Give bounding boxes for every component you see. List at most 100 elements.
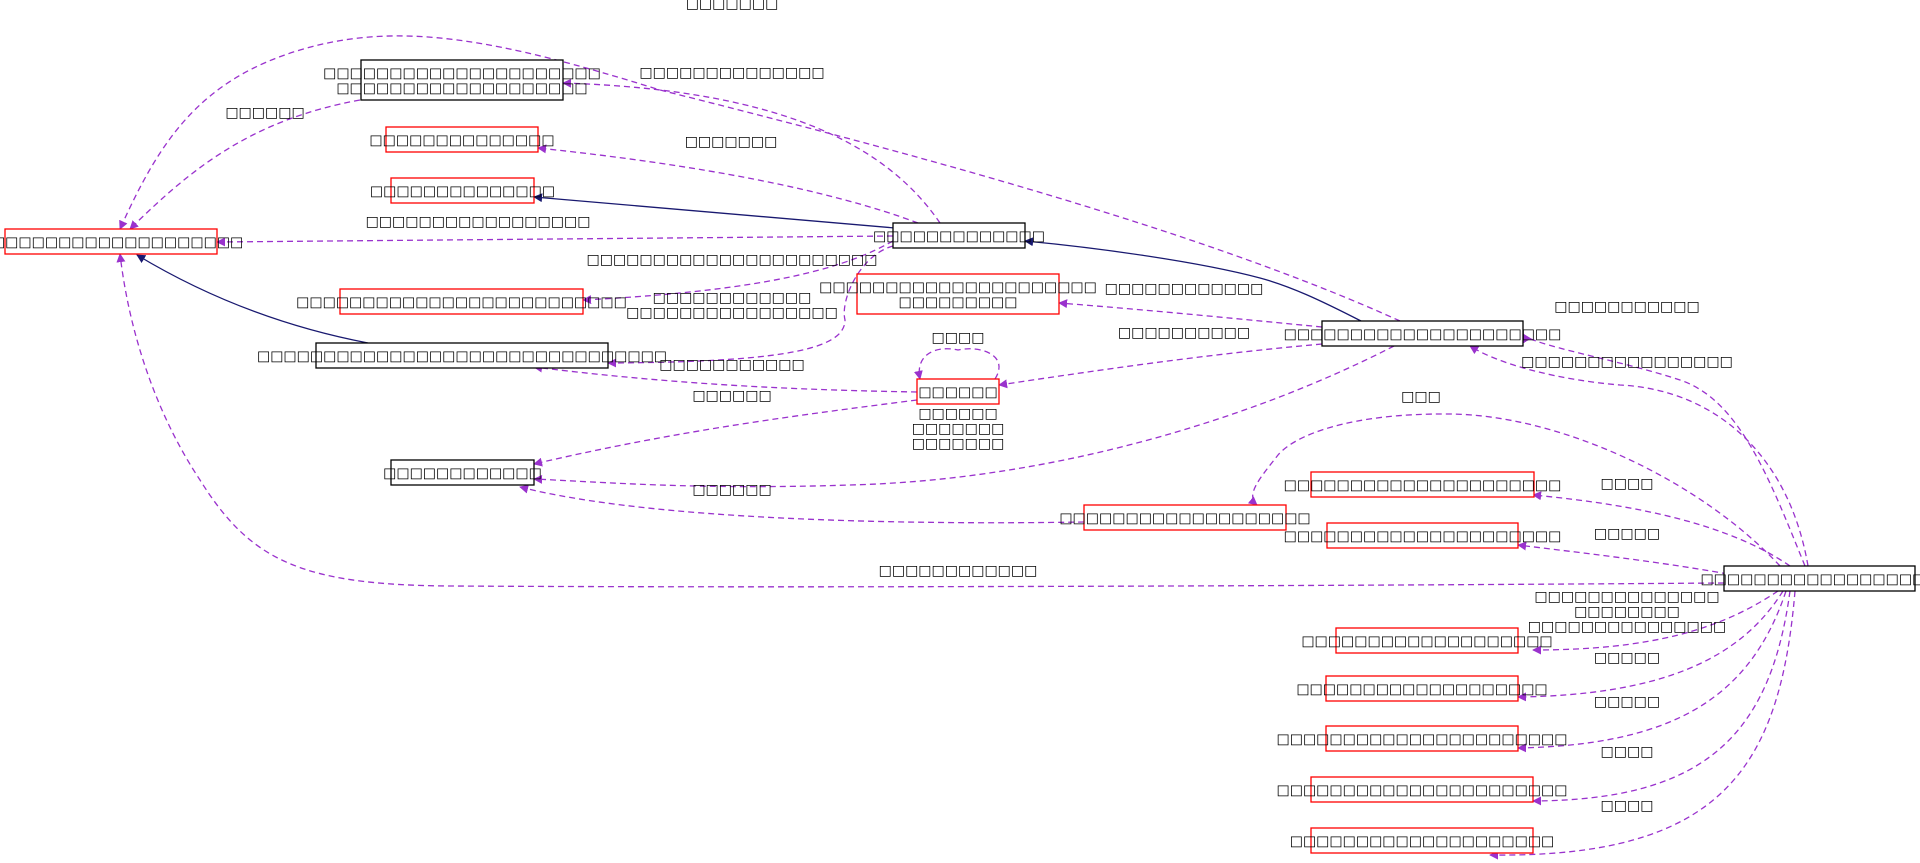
- edge-label-line: □□□□□□□□□□□□□□: [1534, 589, 1719, 605]
- edge-label-line: □□□□□□□□□□□□□□□□□: [366, 214, 591, 230]
- edge-label-e24: □□□□□: [1594, 650, 1660, 666]
- node-n7[interactable]: □□□□□□□□□□□□: [383, 459, 542, 486]
- node-label-line: □□□□□□□□□□□□□□□□□□□: [336, 81, 587, 97]
- node-label: □□□□□□□□□□□□□□□□□□□□□□□□□□□□□□□: [257, 349, 667, 365]
- collaboration-edge-e4: [216, 235, 894, 247]
- collaboration-edge-e9: [998, 343, 1323, 389]
- node-label: □□□□□□□□□□□□: [383, 466, 542, 482]
- edge-label-line: □□□□□□: [692, 388, 771, 404]
- edge-label-line: □□□□□□□□□□□□□□□□: [626, 305, 838, 321]
- collaboration-edge-e26: [1532, 590, 1791, 806]
- node-box: [339, 288, 584, 315]
- node-label: □□□□□□□□□□□□□□□□□□□□□: [1284, 529, 1562, 545]
- node-n0[interactable]: □□□□□□□□□□□□□□□□□□□□: [0, 228, 243, 255]
- node-box: [315, 342, 609, 369]
- collaboration-edge-e21: [1517, 541, 1729, 575]
- node-label-line: □□□□□□□□□□□□□□□□□□□□□□□□□□□□□□□: [257, 349, 667, 365]
- node-n13[interactable]: □□□□□□□□□□□□□□□□□□□: [1059, 504, 1311, 531]
- node-box: [1335, 627, 1519, 654]
- edge-label-line: □□□□□□□□□□□□□□□□: [1521, 354, 1733, 370]
- node-label-line: □□□□□□□□□□□□□□□□□□: [1700, 572, 1920, 588]
- node-box: [1310, 827, 1534, 854]
- node-label: □□□□□□□□□□□□□□□□□□□□□□□□□□□□□□: [819, 280, 1097, 311]
- node-label-line: □□□□□□□□□□□□□: [873, 229, 1045, 245]
- edge-label-e0: □□□□□□: [225, 105, 304, 121]
- node-label: □□□□□□□□□□□□□□□□□□□□: [1290, 834, 1555, 850]
- node-label: □□□□□□□□□□□□□□□□□□□□: [0, 235, 243, 251]
- node-n17[interactable]: □□□□□□□□□□□□□□□□□□□□□□: [1276, 725, 1568, 752]
- focus-node-n10[interactable]: □□□□□□□□□□□□□□□□□□□□□: [1284, 320, 1562, 347]
- edge-label-line: □□□□□: [1594, 650, 1660, 666]
- node-n15[interactable]: □□□□□□□□□□□□□□□□□□□: [1301, 627, 1553, 654]
- edge-label-e9: □□□□□□□□□□: [1118, 325, 1250, 341]
- node-label: □□□□□□□□□□□□□□□□□□□□□□: [1276, 783, 1567, 799]
- edge-label-line: □□□□□□□□□□□□□□□□□□□□□□: [586, 252, 877, 268]
- edge-label-e4: □□□□□□□□□□□□□□□□□: [366, 214, 591, 230]
- node-label: □□□□□□□□□□□□□□: [369, 133, 554, 149]
- edge-label-line: □□□□□□□□□□□□: [879, 563, 1038, 579]
- node-n9[interactable]: □□□□□□: [916, 378, 1000, 405]
- edge-label-line: □□□□□□□□: [1574, 604, 1680, 620]
- edge-label-line: □□□□□□□□□□: [1118, 325, 1250, 341]
- collaboration-edge-e13: [533, 399, 918, 467]
- edge-label-e16: □□□□□□□: [686, 0, 779, 12]
- node-box: [1321, 320, 1524, 347]
- collaboration-edge-e2: [537, 144, 919, 224]
- node-label: □□□□□□□□□□□□□□□□□□□: [1296, 682, 1547, 698]
- edge-label-line: □□□□□□□□□□□□□□: [639, 65, 824, 81]
- node-label-line: □□□□□□□□□□□□□□□□□□□□□□□□□: [296, 295, 627, 311]
- node-label: □□□□□□□□□□□□□□□□□□□□□: [1284, 327, 1562, 343]
- node-n12[interactable]: □□□□□□□□□□□□□□□□□□□□□: [1284, 522, 1562, 549]
- node-box: [1083, 504, 1287, 531]
- edge-label-e10: □□□□: [932, 330, 985, 346]
- edge-label-line: □□□□: [1601, 476, 1654, 492]
- edge-label-e21: □□□□□: [1594, 526, 1660, 542]
- node-label: □□□□□□□□□□□□□□□□□□□: [1059, 511, 1310, 527]
- edge-label-e14: □□□□□□: [692, 482, 771, 498]
- node-label: □□□□□□□□□□□□□□□□□□□□□□: [1276, 732, 1567, 748]
- node-n18[interactable]: □□□□□□□□□□□□□□□□□□□□□□: [1276, 776, 1568, 803]
- edge-label-line: □□□□□□□: [685, 134, 778, 150]
- collaboration-edge-e15: [533, 345, 1395, 488]
- edge-label-e1: □□□□□□□□□□□□□□: [639, 65, 824, 81]
- inheritance-edge-e11: [136, 254, 369, 344]
- collaboration-edge-e8: [1058, 299, 1323, 328]
- node-box: [390, 459, 535, 486]
- node-label: □□□□□□□□□□□□□□□□□□□: [1301, 634, 1552, 650]
- collaboration-edge-e17: [1522, 333, 1806, 567]
- edge-label-e17: □□□□□□□□□□□: [1554, 299, 1700, 315]
- node-label-line: □□□□□□□□□□□□□□□□□□□□□: [323, 66, 601, 82]
- node-n19[interactable]: □□□□□□□□□□□□□□□□□□□□: [1290, 827, 1555, 854]
- edge-label-line: □□□□□□□□□□□□: [1105, 281, 1264, 297]
- node-n6[interactable]: □□□□□□□□□□□□□: [873, 222, 1045, 249]
- collaboration-edge-e1: [562, 78, 941, 224]
- inheritance-edge-e7: [1024, 237, 1362, 322]
- node-label-line: □□□□□□□□□□□□□□□□□□□: [1301, 634, 1552, 650]
- collaboration-edge-e16: [119, 35, 1401, 322]
- node-label: □□□□□□□□□□□□□□□□□□: [1700, 572, 1920, 588]
- node-n1[interactable]: □□□□□□□□□□□□□□□□□□□□□□□□□□□□□□□□□□□□□□□□: [323, 59, 601, 101]
- node-n5[interactable]: □□□□□□□□□□□□□□□□□□□□□□□□□□□□□□□: [257, 342, 667, 369]
- node-box: [892, 222, 1026, 249]
- node-n3[interactable]: □□□□□□□□□□□□□□: [370, 177, 555, 204]
- collaboration-edge-e0: [129, 99, 361, 230]
- edge-label-line: □□□□□: [1594, 694, 1660, 710]
- node-n14[interactable]: □□□□□□□□□□□□□□□□□□: [1700, 565, 1920, 592]
- edge-label-e12: □□□□□□□□□□□: [659, 357, 805, 373]
- node-n16[interactable]: □□□□□□□□□□□□□□□□□□□: [1296, 675, 1548, 702]
- node-n4[interactable]: □□□□□□□□□□□□□□□□□□□□□□□□□: [296, 288, 627, 315]
- edge-label-line: □□□□□□: [225, 105, 304, 121]
- node-n8[interactable]: □□□□□□□□□□□□□□□□□□□□□□□□□□□□□□: [819, 273, 1097, 315]
- edge-label-line: □□□□□□: [692, 482, 771, 498]
- node-label-line: □□□□□□□□□□□□□□□□□□□□□□: [1276, 732, 1567, 748]
- node-n11[interactable]: □□□□□□□□□□□□□□□□□□□□□: [1284, 471, 1562, 498]
- node-label-line: □□□□□□□□□□□□□□□□□□□□□: [1284, 327, 1562, 343]
- edge-label-e23: □□□□□□□□□□□□□□□□□□□□□□□□□□□□□□□□□□□□□: [1528, 589, 1726, 635]
- edge-label-e5: □□□□□□□□□□□□□□□□□□□□□□: [586, 252, 877, 268]
- node-n2[interactable]: □□□□□□□□□□□□□□: [369, 126, 555, 153]
- node-box: [1723, 565, 1916, 592]
- node-label: □□□□□□□□□□□□□□□□□□□□□: [1284, 478, 1562, 494]
- node-box: [4, 228, 218, 255]
- edge-label-e13: □□□□□□: [692, 388, 771, 404]
